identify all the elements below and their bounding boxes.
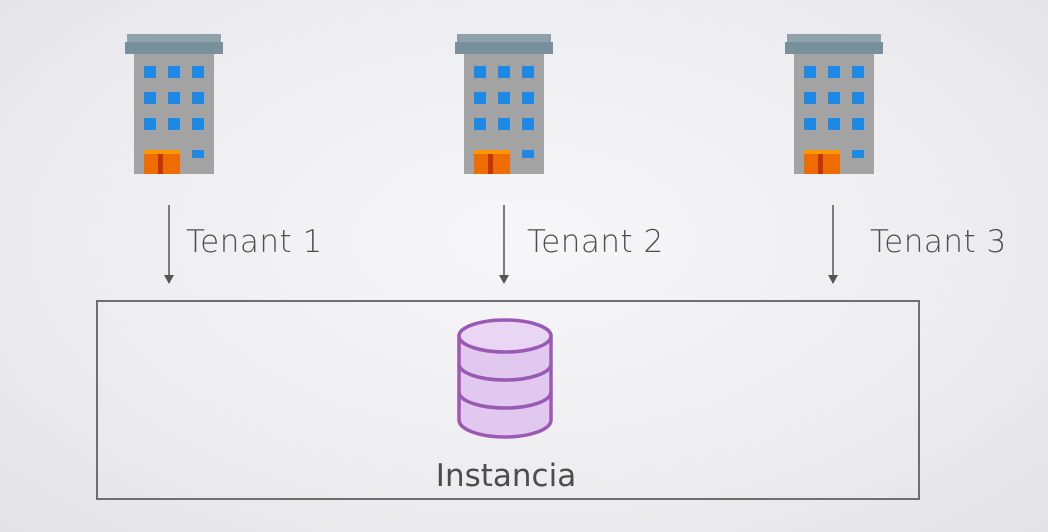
arrow-down-icon: [164, 205, 174, 284]
database-icon: [457, 318, 553, 439]
office-building-icon: [125, 34, 223, 174]
instance-label: Instancia: [435, 458, 577, 494]
tenant-1-label: Tenant 1: [186, 224, 323, 260]
office-building-icon: [455, 34, 553, 174]
arrow-down-icon: [828, 205, 838, 284]
instance-box: [96, 300, 920, 500]
tenant-2-label: Tenant 2: [527, 224, 664, 260]
office-building-icon: [785, 34, 883, 174]
arrow-down-icon: [499, 205, 509, 284]
tenant-3-label: Tenant 3: [870, 224, 1007, 260]
